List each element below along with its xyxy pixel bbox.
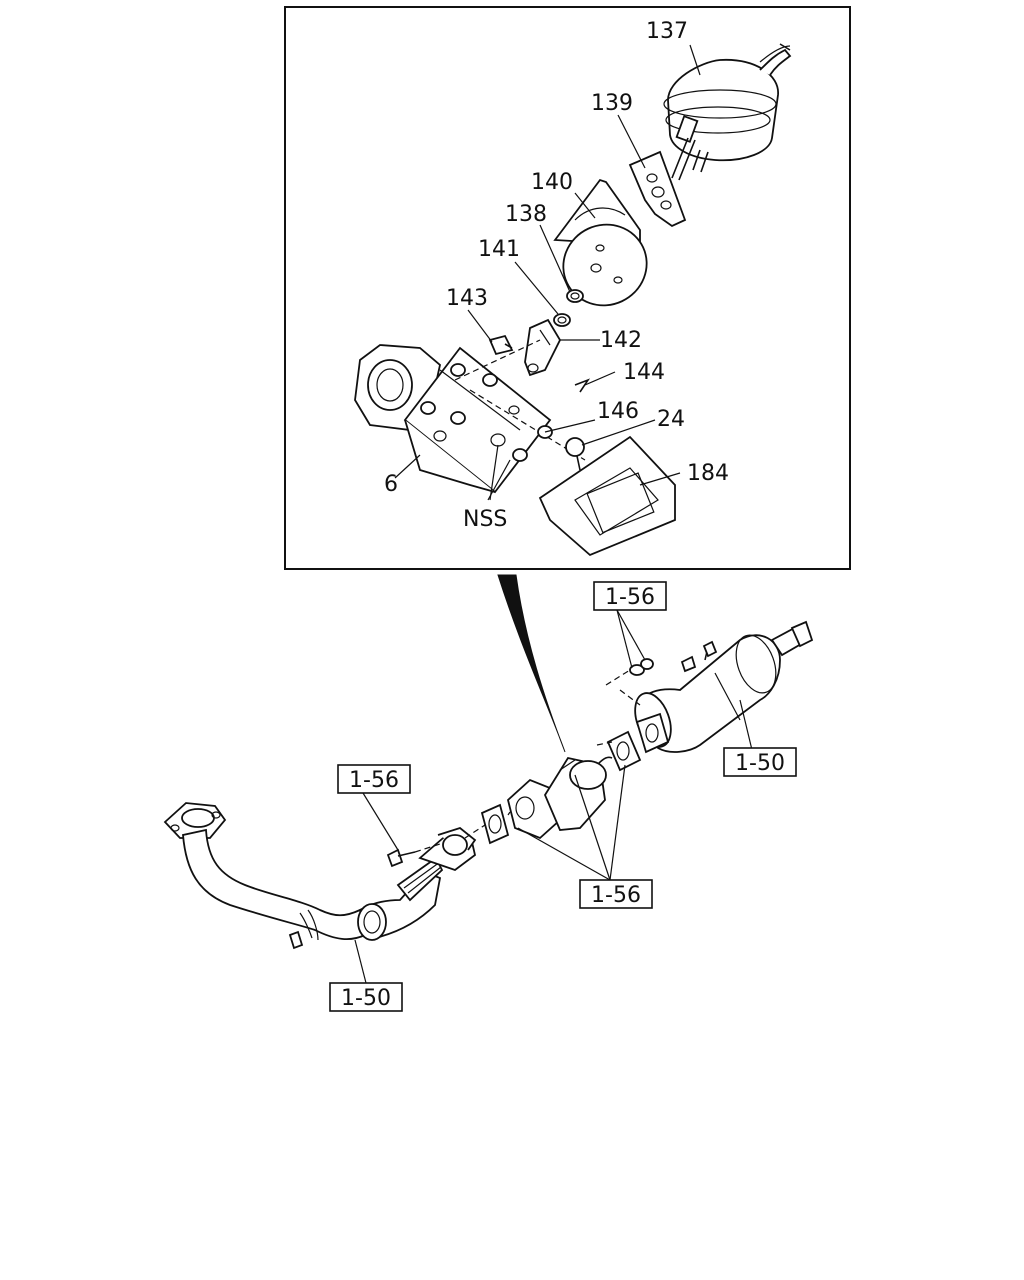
part-139-gasket (628, 150, 687, 228)
ref-box-1-56-top: 1-56 (593, 581, 667, 611)
callout-143: 143 (446, 286, 488, 311)
callout-139: 139 (591, 91, 633, 116)
callout-184: 184 (687, 461, 729, 486)
ref-box-1-50-muffler: 1-50 (723, 747, 797, 777)
callout-nss: NSS (463, 507, 507, 532)
exhaust-assembly (163, 609, 814, 984)
detail-inset: 137 139 140 138 141 143 142 144 146 24 1… (284, 6, 851, 570)
ref-box-1-50-front: 1-50 (329, 982, 403, 1012)
callout-142: 142 (600, 328, 642, 353)
ref-label: 1-50 (735, 751, 785, 776)
callout-141: 141 (478, 237, 520, 262)
ref-label: 1-56 (591, 883, 641, 908)
part-141-nut (553, 313, 571, 327)
part-144-clip (574, 378, 591, 393)
callout-24: 24 (657, 407, 685, 432)
ref-label: 1-56 (605, 585, 655, 610)
ref-label: 1-50 (341, 986, 391, 1011)
callout-137: 137 (646, 19, 688, 44)
callout-144: 144 (623, 360, 665, 385)
callout-140: 140 (531, 170, 573, 195)
leader-lines (394, 44, 701, 501)
ref-label: 1-56 (349, 768, 399, 793)
part-143-pin (488, 334, 514, 356)
part-142-lever (524, 318, 562, 377)
ref-box-1-56-center: 1-56 (579, 879, 653, 909)
part-138-nut (566, 289, 584, 303)
part-6-valve-body (354, 339, 586, 494)
detail-frame (284, 6, 851, 570)
part-140-bracket (553, 178, 648, 307)
detail-pointer-arrow (497, 574, 566, 753)
part-24-bolt (565, 437, 585, 471)
part-nss-nuts (512, 425, 553, 462)
callout-138: 138 (505, 202, 547, 227)
callout-146: 146 (597, 399, 639, 424)
part-184-shield (538, 435, 676, 557)
part-137-actuator (663, 43, 792, 181)
ref-box-1-56-left: 1-56 (337, 764, 411, 794)
callout-6: 6 (384, 472, 398, 497)
